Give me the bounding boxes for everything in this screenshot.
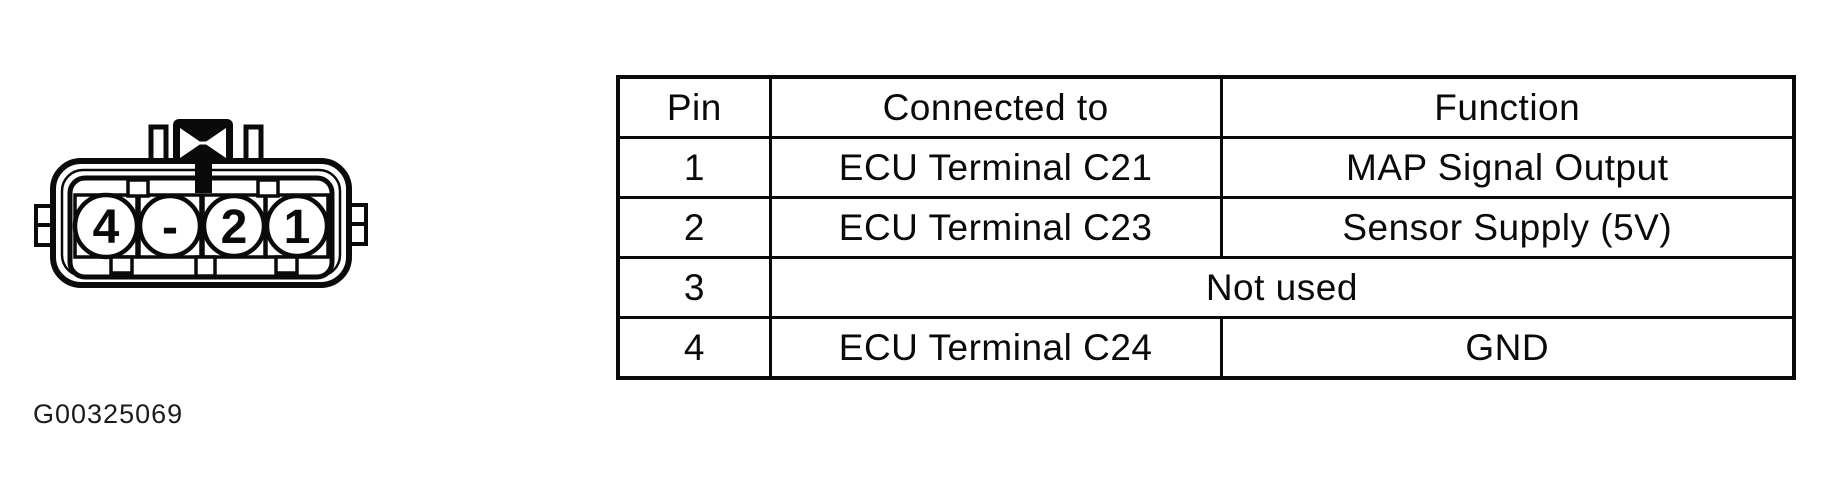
cell-pin: 4	[616, 316, 772, 380]
latch-stem	[195, 162, 212, 193]
cell-pin: 3	[616, 256, 772, 319]
connector-drawing: 4 - 2 1	[34, 119, 368, 288]
pin-4-label: 4	[93, 201, 120, 254]
header-function: Function	[1219, 75, 1796, 139]
cell-pin: 1	[616, 136, 772, 199]
table-row-pin-1: 1 ECU Terminal C21 MAP Signal Output	[616, 136, 1796, 199]
table-row-pin-3: 3 Not used	[616, 256, 1796, 319]
pin-2-label: 2	[221, 201, 248, 254]
cell-function: MAP Signal Output	[1219, 136, 1796, 199]
pin-1-circle	[264, 193, 330, 259]
pin-2-circle	[201, 193, 267, 259]
cell-function: Sensor Supply (5V)	[1219, 196, 1796, 259]
cell-not-used: Not used	[768, 256, 1796, 319]
pin-4-circle	[72, 192, 140, 260]
header-pin: Pin	[616, 75, 772, 139]
cell-connected-to: ECU Terminal C24	[768, 316, 1223, 380]
pin-1-label: 1	[284, 201, 311, 254]
table-row-pin-4: 4 ECU Terminal C24 GND	[616, 316, 1796, 380]
cell-connected-to: ECU Terminal C21	[768, 136, 1223, 199]
pin-3-circle	[137, 193, 203, 259]
cell-function: GND	[1219, 316, 1796, 380]
connector-diagram: 4 - 2 1	[25, 100, 380, 305]
cell-connected-to: ECU Terminal C23	[768, 196, 1223, 259]
table-row-pin-2: 2 ECU Terminal C23 Sensor Supply (5V)	[616, 196, 1796, 259]
header-connected-to: Connected to	[768, 75, 1223, 139]
figure-id: G00325069	[33, 399, 184, 429]
pinout-table: Pin Connected to Function 1 ECU Terminal…	[616, 75, 1796, 380]
table-header-row: Pin Connected to Function	[616, 75, 1796, 139]
pin-3-label: -	[162, 201, 178, 254]
keying-lugs	[109, 178, 299, 278]
cell-pin: 2	[616, 196, 772, 259]
latch-icon	[173, 119, 233, 167]
